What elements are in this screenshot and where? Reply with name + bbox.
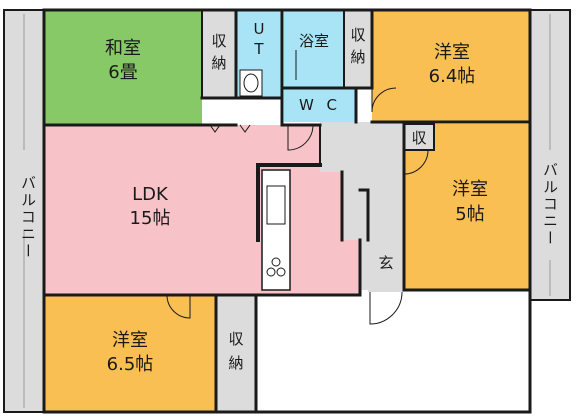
balcony-right: バルコニー — [529, 9, 571, 301]
storage-bath-label-2: 納 — [350, 48, 365, 66]
storage-small-box — [403, 123, 435, 151]
walls — [42, 8, 532, 414]
balcony-left-label: バルコニー — [19, 175, 37, 260]
yoshitsu-64-label-1: 洋室 — [434, 42, 470, 63]
room-yoshitsu-5 — [404, 124, 530, 290]
washitsu-label-1: 和室 — [105, 38, 141, 59]
ldk-label-2: 15帖 — [130, 208, 171, 229]
storage-bottom-label-1: 収 — [228, 330, 243, 348]
storage-washitsu-label-2: 納 — [211, 54, 226, 72]
balcony-left: バルコニー — [3, 9, 45, 413]
yoshitsu-65-label-1: 洋室 — [112, 330, 148, 351]
ut-label-2: T — [253, 40, 264, 58]
storage-washitsu-box — [201, 9, 237, 99]
ut-label-1: U — [254, 20, 265, 38]
yoshitsu-64-label-2: 6.4帖 — [429, 66, 476, 87]
storage-bath-label-1: 収 — [350, 26, 365, 44]
storage-small-label: 収 — [411, 129, 426, 147]
wc-label: W C — [299, 96, 341, 114]
washitsu-label-2: 6畳 — [108, 62, 137, 83]
ldk-label-1: LDK — [132, 184, 169, 205]
room-yoshitsu-64 — [372, 10, 530, 122]
kitchen-counter — [261, 169, 291, 291]
storage-bottom-box — [215, 294, 257, 413]
storage-washitsu-label-1: 収 — [211, 32, 226, 50]
yoshitsu-5-label-1: 洋室 — [452, 179, 488, 200]
balcony-right-label: バルコニー — [541, 162, 559, 247]
storage-bottom-label-2: 納 — [228, 354, 243, 372]
room-ldk — [44, 125, 360, 295]
entrance-label: 玄 — [378, 254, 393, 272]
bath-label: 浴室 — [299, 32, 329, 50]
room-yoshitsu-65 — [44, 295, 216, 412]
yoshitsu-5-label-2: 5帖 — [455, 204, 484, 225]
yoshitsu-65-label-2: 6.5帖 — [107, 354, 154, 375]
room-bath — [284, 10, 344, 88]
room-washitsu — [44, 10, 202, 125]
room-wc — [284, 88, 356, 122]
door-swings — [166, 50, 429, 325]
entrance-area — [368, 230, 404, 292]
washbasin — [239, 69, 263, 97]
